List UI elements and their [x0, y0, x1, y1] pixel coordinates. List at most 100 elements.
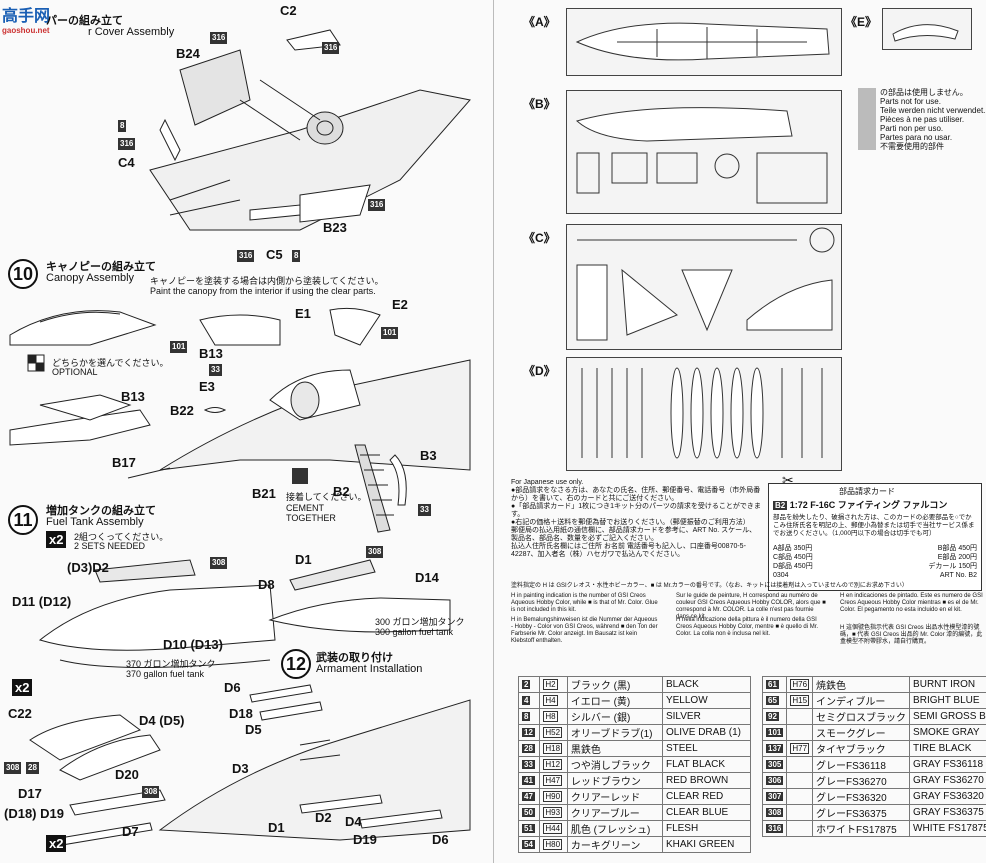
paint-name-en: SMOKE GRAY	[913, 727, 980, 738]
step11-title-jp: 増加タンクの組み立て	[46, 505, 156, 517]
paint-number-badge: 12	[522, 728, 535, 737]
hobby-color-code: H77	[790, 743, 810, 754]
paint-row: 307 グレーFS36320 GRAY FS36320	[761, 788, 986, 805]
optional-note-en: OPTIONAL	[52, 367, 98, 377]
paint-name-jp: レッドブラウン	[570, 777, 641, 788]
part-label: E1	[295, 306, 311, 321]
hobby-color-code: H93	[543, 807, 563, 818]
optional-note-jp: どちらかを選んでください。	[52, 358, 169, 368]
part-label: D20	[115, 767, 139, 782]
part-label: D1	[295, 552, 312, 567]
paint-name-en: RED BROWN	[665, 775, 729, 786]
paint-name-en: CLEAR BLUE	[665, 807, 729, 818]
paint-badge: 316	[210, 32, 228, 44]
paint-number-badge: 33	[522, 760, 535, 769]
paint-name-jp: シルバー (銀)	[570, 713, 631, 724]
paint-name-jp: イエロー (黄)	[570, 697, 631, 708]
paint-name-jp: インディブルー	[816, 697, 886, 708]
order-instructions: For Japanese use only. ●部品請求をなさる方は、あなたの氏…	[511, 479, 761, 558]
paint-number-badge: 8	[522, 712, 531, 721]
paint-name-jp: グレーFS36118	[816, 761, 886, 772]
sprue-d	[566, 357, 842, 471]
part-label: D6	[432, 832, 449, 847]
paint-note-fr: Sur le guide de peinture, H correspond a…	[676, 593, 826, 620]
paint-number-badge: 308	[766, 808, 784, 817]
paint-badge: 101	[381, 327, 399, 339]
paint-row: 92 セミグロスブラック SEMI GROSS BLACK	[761, 708, 986, 725]
paint-badge: 316	[322, 42, 340, 54]
hobby-color-code: H52	[543, 727, 563, 738]
step9-title-en: r Cover Assembly	[88, 26, 175, 38]
part-label: B13	[199, 346, 223, 361]
paint-note-de: H in Bemalungshinweisen ist die Nummer d…	[511, 617, 658, 644]
paint-badge: 33	[418, 504, 431, 516]
paint-number-badge: 305	[766, 760, 784, 769]
canopy-note-en: Paint the canopy from the interior if us…	[150, 286, 376, 296]
part-label: D10 (D13)	[163, 637, 223, 652]
card-note: 部品を紛失したり、破損された方は、このカードの必要部品を○でかこみ住所氏名を明記…	[773, 514, 975, 537]
paint-badge: 308	[366, 546, 384, 558]
paint-number-badge: 101	[766, 728, 784, 737]
paint-name-en: GRAY FS36118	[913, 759, 984, 770]
step-number: 11	[8, 505, 38, 535]
tank370-jp: 370 ガロン増加タンク	[126, 659, 216, 669]
paint-name-en: BURNT IRON	[913, 679, 976, 690]
paint-name-jp: クリアーレッド	[570, 793, 641, 804]
paint-name-jp: ブラック (黒)	[570, 681, 631, 692]
paint-number-badge: 316	[766, 824, 784, 833]
paint-name-en: WHITE FS17875	[913, 823, 986, 834]
step12-title-jp: 武装の取り付け	[316, 652, 393, 664]
paint-name-jp: グレーFS36320	[816, 793, 887, 804]
canopy-note-jp: キャノピーを塗装する場合は内側から塗装してください。	[150, 276, 384, 286]
paint-note-it: H nella indicazione della pittura è il n…	[676, 617, 819, 637]
paint-badge: 101	[170, 341, 188, 353]
sets-note-jp: 2組つくってください。	[74, 532, 169, 542]
paint-number-badge: 2	[522, 680, 531, 689]
part-label: D2	[315, 810, 332, 825]
paint-badge: 33	[209, 364, 222, 376]
part-label: D7	[122, 824, 139, 839]
hobby-color-code: H18	[543, 743, 563, 754]
part-label: B3	[420, 448, 437, 463]
paint-number-badge: 54	[522, 840, 535, 849]
paint-badge: 316	[237, 250, 255, 262]
paint-note-zh: H 這個號色指示代表 GSI Creos 出品水性模型漆的號碼，■ 代表 GSI…	[840, 625, 983, 645]
parts-order-card: 部品請求カード B2 1:72 F-16C ファイティング ファルコン 部品を紛…	[768, 483, 982, 591]
part-label: D5	[245, 722, 262, 737]
paint-note-jp: 塗料指定の H は GSIクレオス・水性ホビーカラー、■ は Mr.カラーの番号…	[511, 583, 908, 589]
step-number: 10	[8, 259, 38, 289]
paint-name-en: GRAY FS36320	[913, 791, 984, 802]
paint-name-jp: 焼鉄色	[816, 681, 847, 692]
cement-icon	[292, 468, 308, 484]
sprue-c	[566, 224, 842, 350]
paint-number-badge: 51	[522, 824, 535, 833]
paint-name-en: BRIGHT BLUE	[913, 695, 980, 706]
quantity-badge: x2	[12, 679, 33, 696]
hobby-color-code: H44	[543, 823, 563, 834]
paint-number-badge: 92	[766, 712, 779, 721]
unused-parts-swatch	[858, 88, 876, 150]
paint-name-jp: セミグロスブラック	[816, 713, 907, 724]
page-fold-divider	[493, 0, 494, 863]
part-label: D17	[18, 786, 42, 801]
paint-name-en: STEEL	[665, 743, 698, 754]
part-label: D19	[353, 832, 377, 847]
hobby-color-code: H8	[543, 711, 558, 722]
paint-badge: 308	[142, 786, 160, 798]
hobby-color-code: H15	[790, 695, 810, 706]
paint-name-en: SEMI GROSS BLACK	[913, 711, 986, 722]
step11-title-en: Fuel Tank Assembly	[46, 516, 144, 528]
paint-number-badge: 307	[766, 792, 784, 801]
